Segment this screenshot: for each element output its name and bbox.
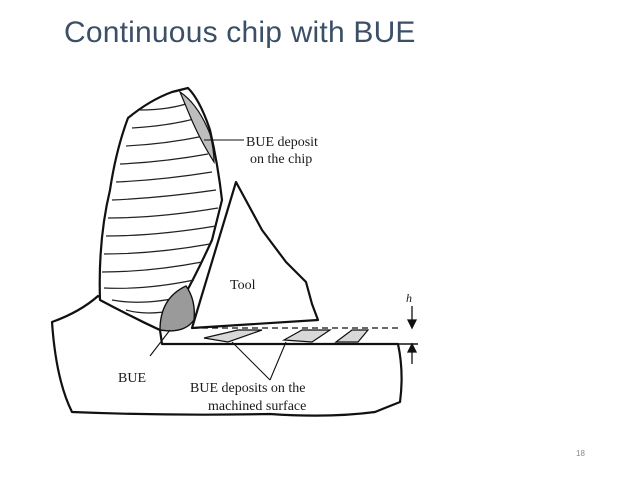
- workpiece: [50, 294, 403, 417]
- bue-deposit-chip-label-line1: BUE deposit: [246, 135, 318, 150]
- h-dimension: [406, 306, 418, 364]
- slide-title: Continuous chip with BUE: [64, 16, 416, 49]
- cutting-tool: [190, 180, 320, 330]
- bue-deposit-on-chip: [178, 90, 215, 165]
- page-number: 18: [576, 449, 585, 458]
- tool-label: Tool: [230, 278, 256, 293]
- chip-segment-lines: [101, 101, 219, 314]
- bue-deposit-chip-label-line2: on the chip: [250, 152, 312, 167]
- bue-deposits-surface-label-line1: BUE deposits on the: [190, 381, 306, 396]
- bue-deposits-on-surface: [203, 329, 370, 343]
- leader-lines: [149, 139, 287, 381]
- bue-deposits-surface-label-line2: machined surface: [208, 399, 306, 414]
- h-label: h: [406, 291, 412, 305]
- built-up-edge: [159, 285, 196, 332]
- bue-label: BUE: [118, 371, 146, 386]
